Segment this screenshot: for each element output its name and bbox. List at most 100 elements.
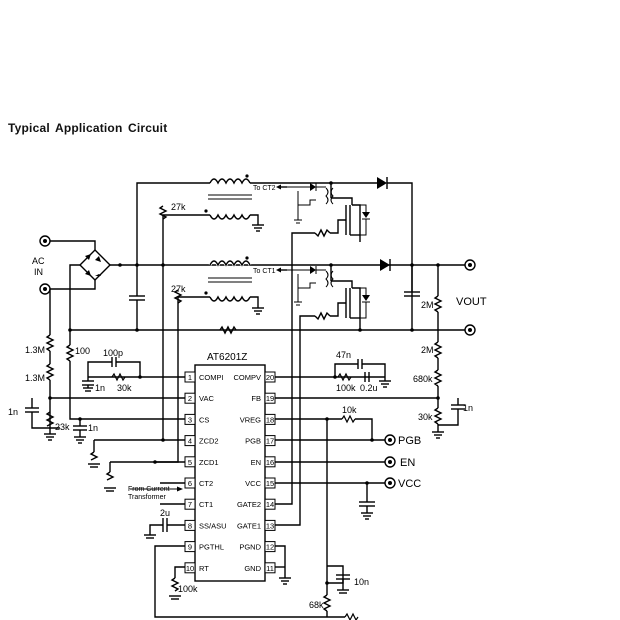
c1n-vac-label: 1n	[8, 407, 18, 417]
ic-pin-name: CT1	[199, 500, 213, 509]
ic-pin-name: COMPV	[233, 373, 261, 382]
inductor-upper	[204, 174, 377, 232]
ic-pin-number: 11	[266, 564, 274, 573]
vreg-network: 10k 10n 68k	[275, 405, 373, 620]
ic-pin-name: RT	[199, 564, 209, 573]
ic-pin-compv: 20 COMPV	[233, 371, 276, 383]
compi-network: 100p 1n 30k	[82, 348, 185, 393]
status-outputs: PGB EN VCC	[275, 434, 421, 520]
c2u-label: 2u	[160, 508, 170, 518]
ic-pin-number: 5	[188, 458, 192, 467]
r680k-label: 680k	[413, 374, 433, 384]
vac-divider: 1.3M 1.3M 1n 23k	[8, 289, 185, 441]
ac-input: AC IN	[32, 235, 96, 295]
r23k-label: 23k	[55, 422, 70, 432]
r10k-label: 10k	[342, 405, 357, 415]
ac-in-label-2: IN	[34, 267, 43, 277]
ic-pin-rt: 10 RT	[184, 562, 209, 574]
c0u2-label: 0.2u	[360, 383, 378, 393]
ic-pin-name: VAC	[199, 394, 214, 403]
ic-pin-name: PGB	[245, 437, 261, 446]
ic-name: AT6201Z	[207, 352, 247, 363]
ic-pin-number: 16	[266, 458, 274, 467]
en-label: EN	[400, 457, 415, 469]
ic-body: AT6201Z	[194, 352, 266, 582]
compv-network: 47n 100k 0.2u	[275, 350, 391, 393]
r1m3-a-label: 1.3M	[25, 345, 45, 355]
c100p-label: 100p	[103, 348, 123, 358]
ic-pin-gnd: 11 GND	[244, 562, 276, 574]
ic-pin-name: CS	[199, 415, 209, 424]
to-ct1-label: To CT1	[253, 268, 276, 275]
ic-pin-compi: 1 COMPI	[184, 371, 224, 383]
diode-lower	[380, 259, 391, 271]
ic-pin-name: GND	[244, 564, 261, 573]
r27k-bot-label: 27k	[171, 284, 186, 294]
ic-pin-name: PGTHL	[199, 543, 224, 552]
ic-pin-name: COMPI	[199, 373, 224, 382]
c1n-compi-label: 1n	[95, 383, 105, 393]
ic-pin-number: 8	[188, 521, 192, 530]
from-ct-label-2: Transformer	[128, 494, 167, 501]
input-capacitor	[129, 265, 145, 330]
ic-pin-number: 14	[266, 500, 274, 509]
page-title: Typical Application Circuit	[8, 121, 168, 135]
ic-pin-number: 1	[188, 373, 192, 382]
ic-pin-name: VREG	[240, 415, 261, 424]
r100-label: 100	[75, 346, 90, 356]
ic-pin-name: ZCD1	[199, 458, 219, 467]
vcc-label: VCC	[398, 478, 421, 490]
ic-pin-number: 19	[266, 394, 274, 403]
ct2-sensing	[287, 183, 334, 224]
ic-pin-vreg: 18 VREG	[240, 413, 276, 425]
mosfet-lower	[275, 280, 370, 526]
en-terminal	[384, 456, 396, 468]
r2m-b-label: 2M	[421, 345, 434, 355]
ic-pin-name: GATE2	[237, 500, 261, 509]
ic-pin-number: 4	[188, 437, 192, 446]
c1n-fb-label: 1n	[463, 403, 473, 413]
c10n-label: 10n	[354, 577, 369, 587]
vcc-terminal	[384, 477, 396, 489]
r68k-label: 68k	[309, 600, 324, 610]
ic-pin-name: ZCD2	[199, 437, 219, 446]
ic-pin-name: SS/ASU	[199, 521, 227, 530]
diode-upper	[377, 177, 413, 330]
ic-pin-gate2: 14 GATE2	[237, 498, 276, 510]
ic-pin-name: GATE1	[237, 521, 261, 530]
r30k-fb-label: 30k	[418, 412, 433, 422]
ic-pin-name: VCC	[245, 479, 261, 488]
mosfet-upper	[275, 197, 370, 505]
ct1-sensing	[287, 266, 334, 306]
ic-pin-number: 12	[266, 543, 274, 552]
r100k-compv-label: 100k	[336, 383, 356, 393]
from-ct-label-1: From Current	[128, 486, 170, 493]
r100k-rt-label: 100k	[178, 584, 198, 594]
r2m-a-label: 2M	[421, 300, 434, 310]
bridge-rectifier	[69, 249, 465, 333]
ac-in-label-1: AC	[32, 256, 45, 266]
ic-pin-number: 10	[186, 564, 194, 573]
ic-pin-cs: 3 CS	[184, 413, 209, 425]
ic-pin-number: 20	[266, 373, 274, 382]
pgb-label: PGB	[398, 435, 421, 447]
inductor-lower	[204, 256, 264, 315]
r30k-compi-label: 30k	[117, 383, 132, 393]
ss-capacitor: 2u	[144, 508, 185, 539]
c47n-label: 47n	[336, 350, 351, 360]
output-divider: 2M 2M 680k 30k 1n	[413, 265, 473, 439]
ic-pin-number: 13	[266, 521, 274, 530]
ic-pin-number: 18	[266, 415, 274, 424]
pgb-terminal	[384, 434, 396, 446]
ic-pin-number: 3	[188, 415, 192, 424]
